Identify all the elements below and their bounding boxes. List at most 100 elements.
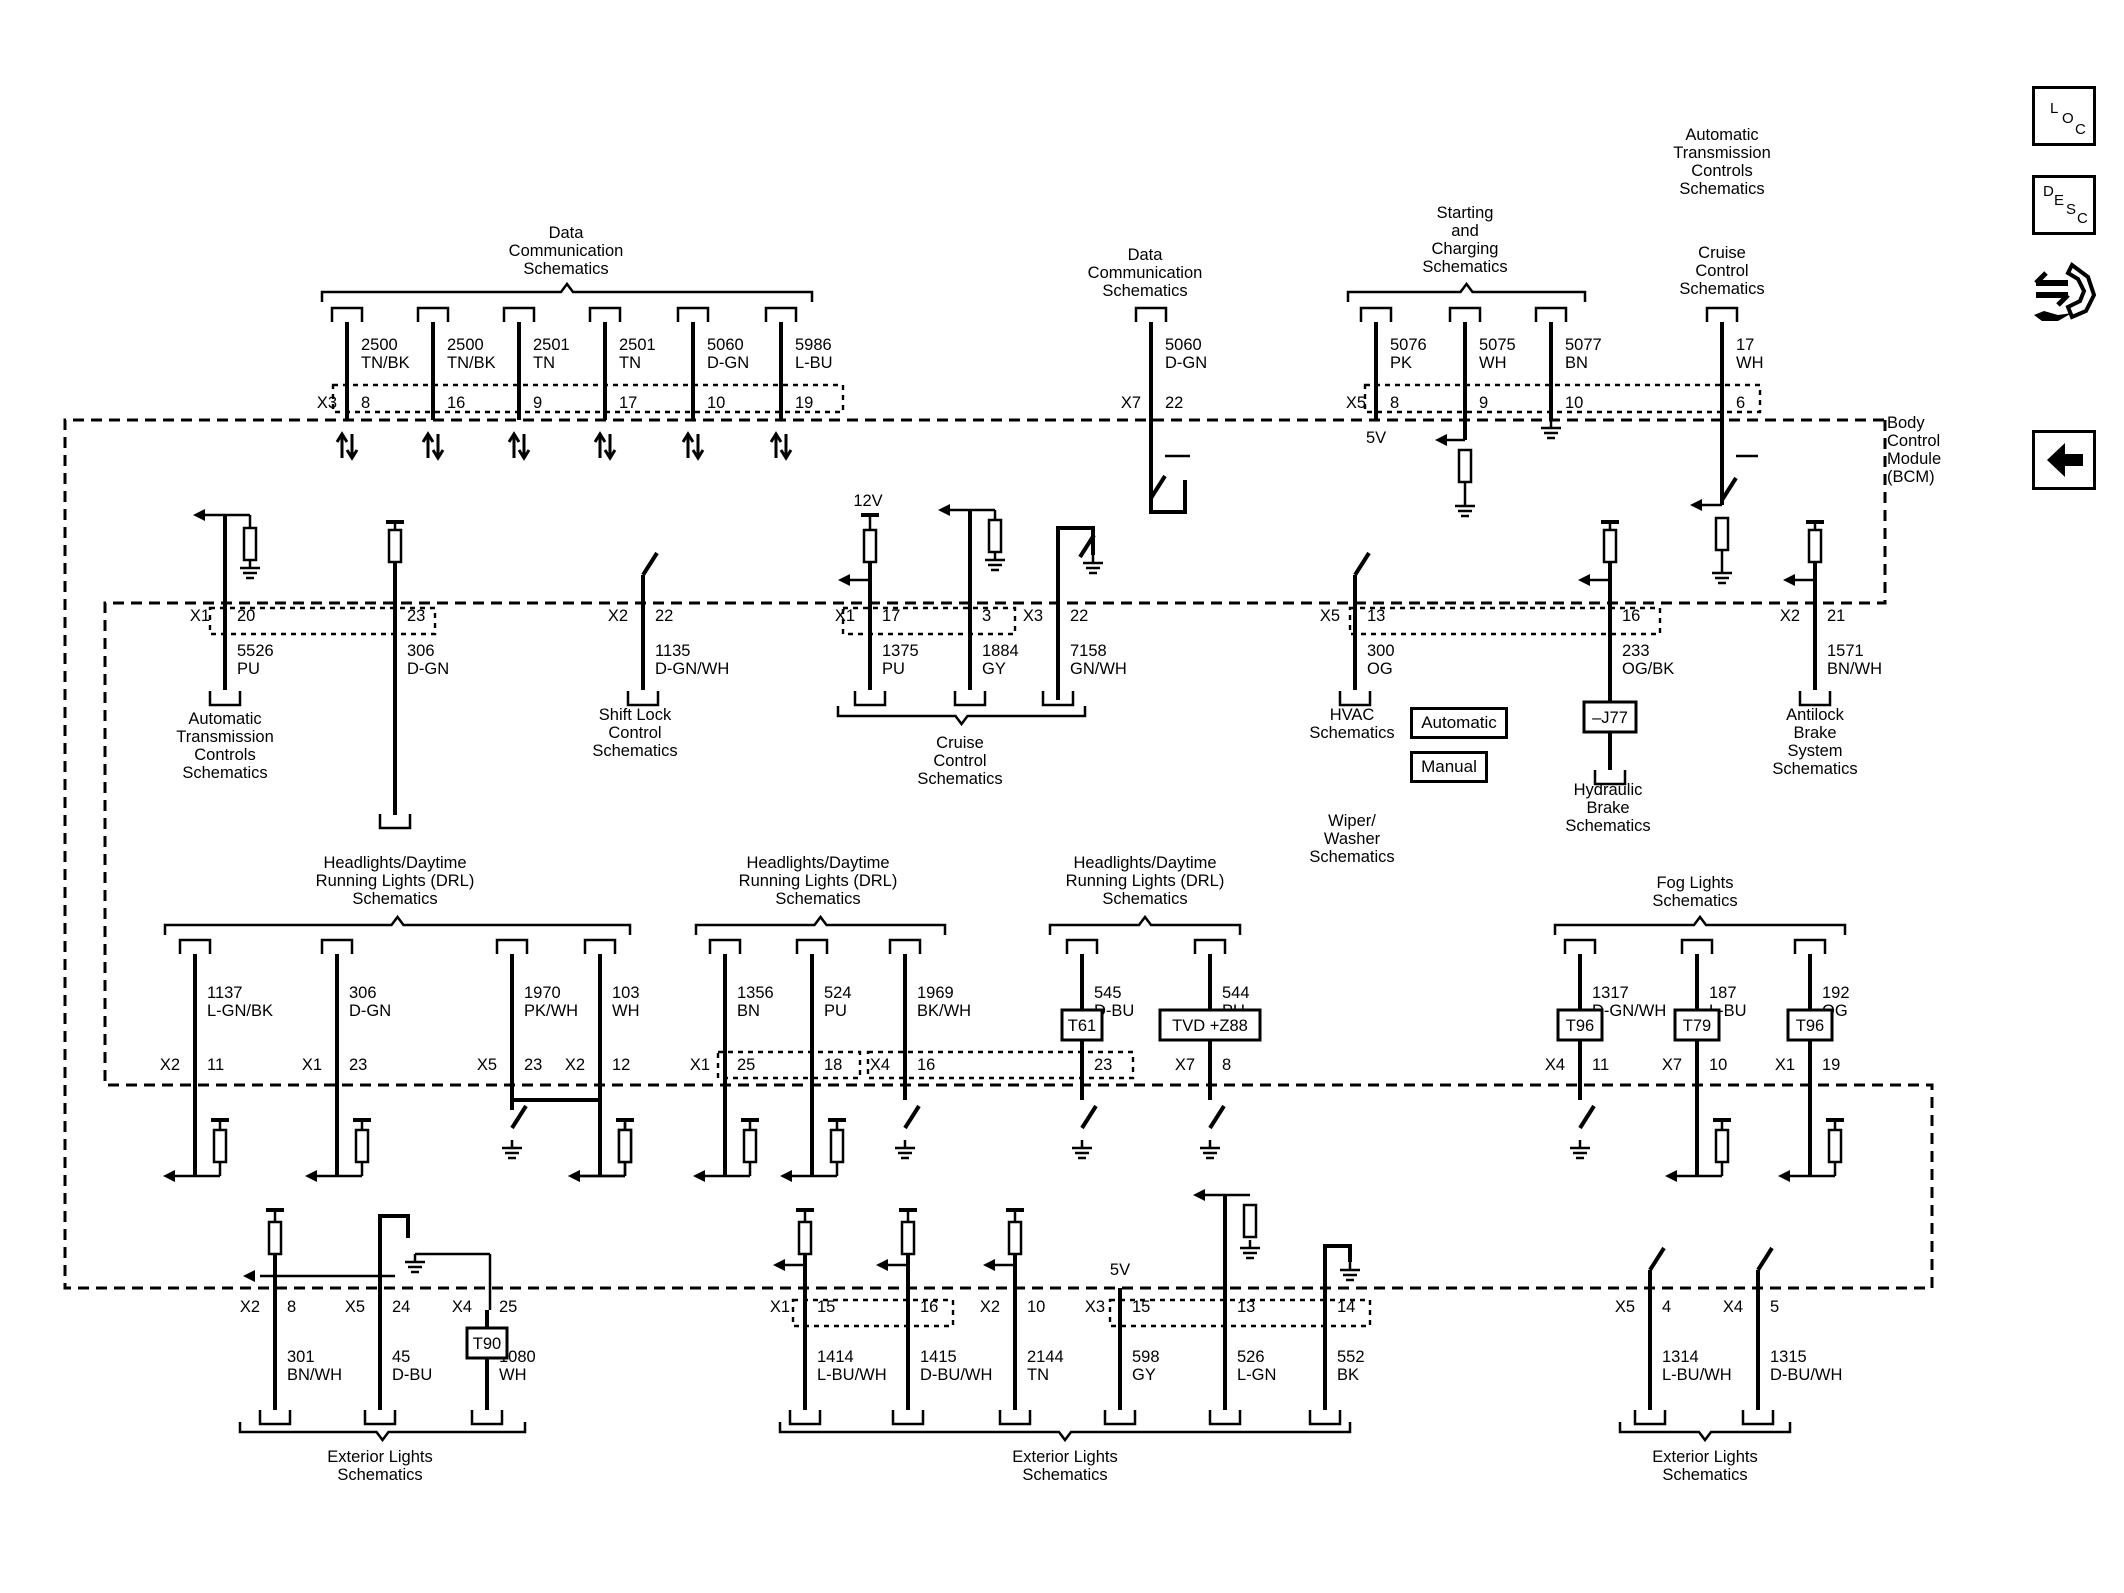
bot-wire-1-color: BN/WH [287,1366,342,1384]
low-wire-10-connector [1563,938,1597,954]
option-t61-box [1060,1008,1104,1042]
bot-wire-5-circuit: 1415 [920,1348,957,1366]
arrow-1375 [838,574,850,586]
top-wire-2-circuit: 2500 [447,336,484,354]
bcm-module-outline [63,418,1934,1290]
top-wire-8-color: PK [1390,354,1412,372]
top-wire-1-color: TN/BK [361,354,410,372]
low-wire-10-color: D-GN/WH [1592,1002,1666,1020]
back-button[interactable] [2032,430,2096,490]
bot-wire-4-color: L-BU/WH [817,1366,887,1384]
brace-ext-b [778,1422,1352,1443]
low-run-5-arrow [693,1170,705,1182]
low-wire-1-circuit: 1137 [207,984,242,1002]
arrow-233 [1578,574,1590,586]
mid-wire-6-pin: 22 [1070,607,1088,625]
switch-17 [1720,476,1738,502]
low-wire-8-pin: 23 [1094,1056,1112,1074]
ref-data-comm-b-line-2: Communication [1088,264,1203,282]
option-tvd-box [1158,1008,1262,1042]
low-wire-11-pin: 10 [1709,1056,1727,1074]
arrow-5526 [193,509,205,521]
low-wire-1-connector [178,938,212,954]
low-wire-10-conn: X4 [1545,1056,1565,1074]
mid-wire-6-color: GN/WH [1070,660,1127,678]
top-wire-1-circuit: 2500 [361,336,398,354]
arrow-5075 [1435,434,1447,446]
brace-fog [1553,914,1847,935]
ref-auto-trans-mid-line-1: Automatic [188,710,261,728]
ref-auto-trans-top-line-3: Controls [1691,162,1752,180]
top-wire-3-pin: 9 [533,394,542,412]
conn-5526 [208,691,242,707]
bot-wire-11-connector [1741,1410,1775,1426]
low-run-11-resistor [1714,1128,1730,1164]
low-run-1-resistor [212,1128,228,1164]
ref-headlights-a-line-1: Headlights/Daytime [323,854,466,872]
switch-1970 [510,1104,528,1130]
automatic-button[interactable]: Automatic [1410,707,1508,739]
low-wire-8-circuit: 545 [1094,984,1122,1002]
ref-ext-a-line-2: Schematics [337,1466,422,1484]
ref-auto-trans-mid-line-2: Transmission [176,728,274,746]
connector-x1d-frame [791,1298,955,1328]
brace-ext-c [1618,1422,1792,1443]
conn-306 [378,814,412,830]
switch-300 [1353,551,1371,577]
ref-cruise-mid-line-3: Schematics [917,770,1002,788]
switch-1314 [1648,1246,1666,1272]
bot-wire-3-connector [470,1410,504,1426]
mid-wire-9-color: BN/WH [1827,660,1882,678]
top-wire-10-pin: 10 [1565,394,1583,412]
bot-wire-2-connector [363,1410,397,1426]
bot-wire-10-conn: X5 [1615,1298,1635,1316]
low-run-2-resistor [354,1128,370,1164]
voltage-5v-top: 5V [1366,429,1386,447]
bcm-label-3: Module [1887,450,1941,468]
manual-button[interactable]: Manual [1410,751,1488,783]
bot-wire-8-circuit: 526 [1237,1348,1265,1366]
top-wire-11-connector [1705,306,1739,322]
tools-icon[interactable] [2028,255,2100,330]
ref-auto-trans-mid-line-4: Schematics [182,764,267,782]
mid-wire-6-conn: X3 [1023,607,1043,625]
mid-wire-4-circuit: 1375 [882,642,919,660]
top-wire-6-connector [764,306,798,322]
conn-300 [1338,691,1372,707]
bot-wire-3-pin: 25 [499,1298,517,1316]
brace-data-comm-a [320,281,814,302]
pullup-306-resistor [387,528,403,564]
w-45 [378,1214,410,1410]
bot-wire-9-color: BK [1337,1366,1359,1384]
low-wire-8-connector [1065,938,1099,954]
switch-1135 [641,551,659,577]
bot-wire-7-circuit: 598 [1132,1348,1160,1366]
low-wire-5-pin: 25 [737,1056,755,1074]
low-wire-7-conn: X4 [870,1056,890,1074]
ref-ext-c-line-2: Schematics [1662,1466,1747,1484]
top-wire-6-bidir-down [779,434,793,461]
top-wire-5-pin: 10 [707,394,725,412]
ref-data-comm-a-line-2: Communication [509,242,624,260]
bot-wire-7-conn: X3 [1085,1298,1105,1316]
ref-shift-lock-line-3: Schematics [592,742,677,760]
option-t96b-box [1786,1008,1834,1042]
low-run-12-resistor [1827,1128,1843,1164]
low-wire-5-conn: X1 [690,1056,710,1074]
voltage-5v-bottom: 5V [1110,1261,1130,1279]
bot-wire-7-connector [1103,1410,1137,1426]
ref-auto-trans-top-line-2: Transmission [1673,144,1771,162]
low-wire-11-connector [1680,938,1714,954]
ref-hvac-line-2: Schematics [1309,724,1394,742]
brace-headlights-b [694,914,947,935]
bot-wire-3-color: WH [499,1366,527,1384]
low-wire-7-connector [888,938,922,954]
low-wire-3-color: PK/WH [524,1002,578,1020]
option-t79-label: T79 [1683,1017,1711,1035]
low-wire-1-color: L-GN/BK [207,1002,273,1020]
top-wire-4-connector [588,306,622,322]
loc-button[interactable]: L O C [2032,86,2096,146]
low-wire-5-circuit: 1356 [737,984,774,1002]
desc-button[interactable]: D E S C [2032,175,2096,235]
low-wire-2-color: D-GN [349,1002,391,1020]
